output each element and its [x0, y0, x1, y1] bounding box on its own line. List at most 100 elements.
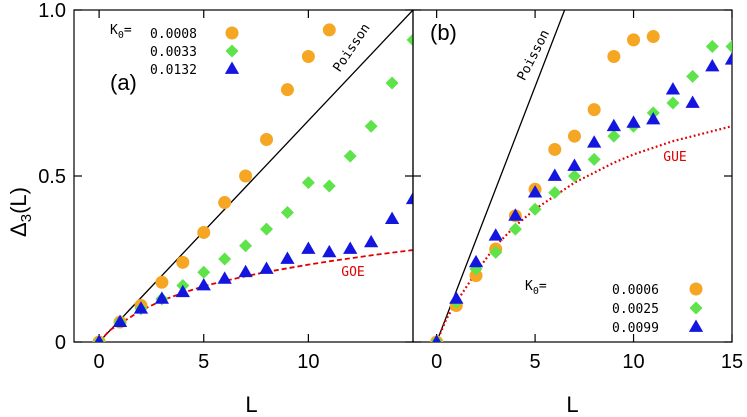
data-point-triangle: [133, 301, 149, 314]
legend-marker-diamond: [689, 301, 703, 315]
legend-title: K0=: [110, 23, 132, 41]
data-point-diamond: [528, 202, 542, 216]
data-point-triangle: [432, 334, 441, 342]
legend-entry-label: 0.0033: [150, 45, 197, 60]
legend-marker-triangle: [688, 319, 704, 332]
data-point-diamond: [666, 96, 680, 110]
x-axis-label: L: [566, 392, 578, 417]
data-point-triangle: [587, 135, 602, 148]
legend-marker-circle: [225, 26, 239, 40]
data-point-diamond: [567, 169, 581, 183]
x-tick-label: 15: [721, 351, 743, 373]
curve-label-poisson: Poisson: [331, 21, 374, 75]
data-point-triangle: [705, 58, 720, 72]
data-point-triangle: [175, 284, 190, 298]
y-tick-label: 0.5: [38, 166, 66, 188]
data-point-diamond: [239, 239, 253, 253]
data-point-triangle: [343, 241, 358, 254]
data-point-circle: [280, 83, 294, 97]
data-point-diamond: [587, 152, 601, 166]
data-point-diamond: [218, 252, 232, 266]
data-point-diamond: [489, 245, 503, 259]
legend-title-k: K: [110, 23, 118, 38]
data-point-circle: [607, 49, 621, 63]
curve-label-gue: GUE: [663, 150, 686, 165]
data-point-triangle: [280, 251, 295, 264]
legend-title-sub: 0: [118, 30, 124, 41]
legend: K0= 0.0006 0.0025 0.0099: [525, 279, 704, 336]
data-point-circle: [197, 225, 211, 239]
x-tick-label: 0: [94, 351, 105, 373]
data-point-circle: [218, 196, 232, 210]
data-point-triangle: [449, 291, 464, 304]
data-point-triangle: [154, 291, 170, 304]
legend-entry-label: 0.0006: [612, 283, 659, 298]
data-point-diamond: [548, 186, 562, 200]
legend-marker-diamond: [225, 44, 239, 58]
data-point-triangle: [259, 261, 274, 274]
x-tick-label: 0: [431, 351, 442, 373]
x-tick-label: 5: [530, 351, 541, 373]
y-tick-label: 0: [55, 332, 66, 354]
data-point-diamond: [607, 129, 621, 143]
data-point-circle: [646, 30, 660, 44]
data-point-triangle: [94, 334, 104, 342]
curve-poisson: [98, 10, 413, 342]
panel-label: (b): [430, 20, 457, 45]
data-point-triangle: [488, 228, 503, 241]
legend-entry-label: 0.0008: [150, 27, 197, 42]
curve-label-goe: GOE: [341, 265, 364, 280]
data-point-triangle: [405, 191, 413, 205]
x-axis-label: L: [245, 392, 257, 417]
data-point-triangle: [508, 208, 523, 221]
legend-entry-label: 0.0099: [612, 321, 659, 336]
legend-title-k: K: [525, 279, 533, 294]
data-point-triangle: [547, 168, 562, 181]
data-point-circle: [469, 269, 483, 283]
data-point-circle: [239, 169, 253, 183]
y-axis-label: Δ3(L): [6, 187, 35, 237]
data-point-diamond: [343, 149, 357, 163]
data-point-triangle: [468, 254, 484, 268]
legend-title-sub: 0: [533, 286, 539, 297]
x-tick-label: 10: [622, 351, 644, 373]
data-point-triangle: [238, 264, 253, 278]
plot-area: [430, 10, 732, 342]
data-point-diamond: [385, 76, 399, 90]
data-point-circle: [587, 103, 601, 117]
data-point-circle: [176, 255, 190, 269]
legend-marker-triangle: [224, 61, 240, 74]
data-point-circle: [301, 49, 315, 63]
x-tick-label: 5: [198, 351, 209, 373]
plot-area: [92, 10, 413, 342]
curve-gue: [435, 125, 732, 342]
legend-title-eq: =: [539, 279, 547, 294]
legend-entry-label: 0.0025: [612, 302, 659, 317]
panel-label: (a): [110, 70, 137, 95]
data-point-triangle: [322, 244, 337, 258]
data-point-diamond: [197, 265, 211, 279]
data-point-triangle: [196, 278, 211, 291]
data-point-triangle: [724, 52, 732, 65]
data-point-triangle: [567, 158, 582, 171]
data-point-circle: [548, 142, 562, 156]
data-point-diamond: [725, 40, 732, 54]
data-point-circle: [567, 129, 581, 143]
legend-title: K0=: [525, 279, 547, 297]
y-tick-label: 1.0: [38, 0, 66, 22]
data-point-triangle: [685, 95, 700, 108]
curve-goe: [98, 249, 413, 342]
data-point-diamond: [686, 69, 700, 83]
data-point-diamond: [705, 40, 719, 54]
data-point-triangle: [646, 112, 661, 125]
data-point-triangle: [384, 211, 400, 225]
legend-marker-circle: [689, 282, 703, 296]
data-point-diamond: [364, 119, 378, 133]
data-point-triangle: [606, 118, 621, 132]
data-point-triangle: [217, 271, 232, 284]
data-point-triangle: [112, 314, 128, 327]
